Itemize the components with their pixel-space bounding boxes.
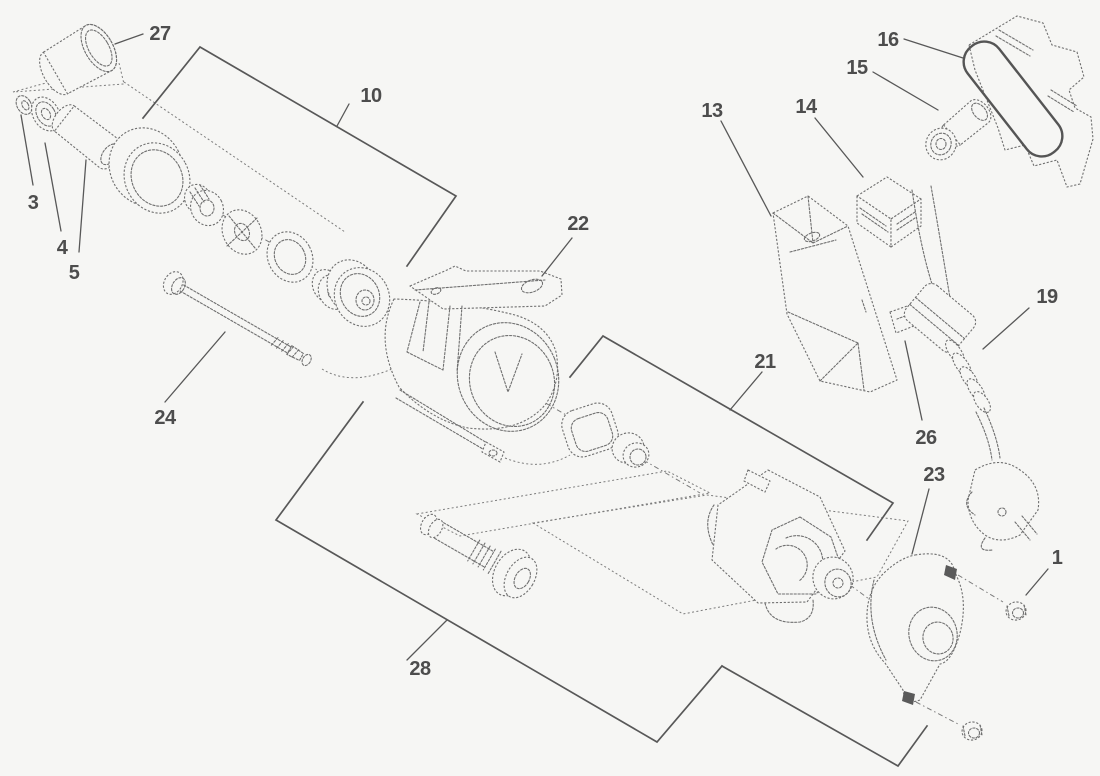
leader-line-4 [44,142,62,232]
end-cap-top-notch [944,565,957,580]
part-22-motor-housing [384,265,563,463]
part-label-22: 22 [567,213,589,235]
leader-line-16 [903,38,964,59]
end-cap-bottom-notch [902,691,915,705]
part-label-23: 23 [923,464,945,486]
flag-triangle-27 [12,62,125,93]
part-10-retainer [221,209,263,255]
leader-line-24 [164,331,226,403]
group-bracket-10 [141,45,458,268]
part-label-15: 15 [846,57,868,79]
part-10-drive-cup [108,127,191,214]
part-label-5: 5 [69,262,80,284]
leader-line-28 [406,619,448,661]
part-label-21: 21 [754,351,776,373]
leader-line-1 [1025,568,1049,596]
motor-mount-legs [406,301,463,373]
group-bracket-21 [568,334,895,542]
wall-plug [967,461,1040,541]
group-bracket-28 [274,400,724,744]
part-10-ring [266,231,314,283]
part-label-27: 27 [149,23,171,45]
leader-line-3 [20,114,34,186]
group-bracket-28b [720,664,929,768]
leader-line-10 [336,103,350,127]
part-label-19: 19 [1036,286,1058,308]
part-10-pulley [326,259,391,327]
part-13-switch-box [772,195,898,393]
clutch-ear [707,504,715,546]
part-label-14: 14 [795,96,818,118]
part-label-1: 1 [1052,547,1063,569]
part-label-26: 26 [915,427,937,449]
motor-strap [395,389,493,453]
motor-mount-plate [409,265,563,310]
part-label-10: 10 [360,85,382,107]
part-label-4: 4 [57,237,69,259]
clutch-tab [743,469,771,493]
part-10-pinion [183,183,225,227]
part-19-power-cord [903,185,1040,551]
motor-strap-foot [481,441,505,463]
nut1-axis [957,574,1004,603]
leaders-layer [20,33,1049,661]
leader-line-21 [729,371,763,411]
leader-line-14 [814,117,864,178]
part-label-28: 28 [409,658,431,680]
part-28-armature-shaft [419,513,538,599]
part-21-small-cap [611,432,650,468]
leader-line-19 [982,307,1030,350]
part-15-bushing [925,99,992,161]
flag-tether-27 [123,81,346,233]
brackets-layer [141,45,929,768]
parts-layer [15,15,1094,741]
part-16-cover [962,15,1094,188]
part-14-block [856,176,922,248]
leader-line-26 [904,340,923,421]
plane-flag-upper [415,470,712,537]
part-1-nut [1005,601,1027,621]
part-nut-lower [961,721,983,741]
clutch-hook [764,599,814,623]
part-label-13: 13 [701,100,723,122]
part-label-3: 3 [28,192,39,214]
part-27-cap [39,23,118,96]
leader-line-15 [872,71,939,111]
leader-line-5 [78,159,87,253]
nut2-axis [915,701,959,725]
part-3-clip [15,95,33,115]
leader-line-23 [911,488,930,555]
leader-line-22 [541,237,573,277]
strap-curve [504,454,571,465]
part-24-bolt [162,271,312,367]
leader-line-13 [720,120,772,217]
cover-gasket [962,40,1064,158]
part-label-16: 16 [877,29,899,51]
callouts-layer: 27 10 3 45 22 13 14 15 16 19 21 24 26 23 1 28 [28,23,1064,680]
part-23-end-cap [866,553,964,705]
plane-flag-lower [531,494,909,615]
leader-line-27 [114,33,144,45]
part-21-clutch [707,469,854,623]
part-21-drive-cone [561,402,619,458]
part-label-24: 24 [154,407,177,429]
